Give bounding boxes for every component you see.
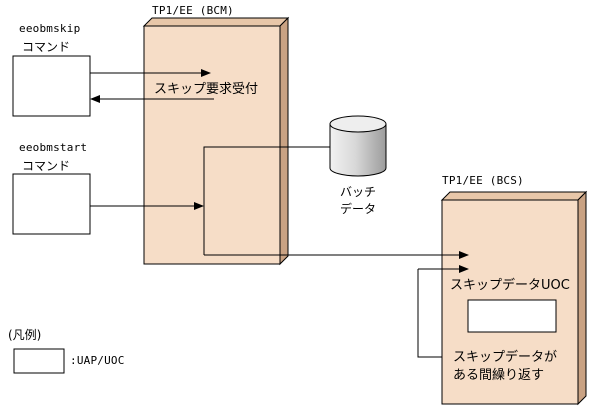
bcm-block-top	[142, 17, 290, 27]
batch-data-label-line2: データ	[340, 202, 377, 216]
eeobmstart-label: eeobmstart	[19, 141, 88, 154]
bcm-title: TP1/EE (BCM)	[152, 4, 234, 17]
cylinder-body	[329, 123, 387, 177]
eeobmstart-command-label: コマンド	[22, 159, 71, 173]
bcm-block-side	[279, 16, 289, 266]
eeobmskip-command-label: コマンド	[22, 40, 71, 54]
batch-data-label-line1: バッチ	[340, 185, 377, 199]
cylinder-top	[329, 115, 387, 133]
loop-line	[417, 269, 442, 358]
eeobmskip-label: eeobmskip	[19, 22, 81, 35]
bcm-block	[142, 16, 290, 266]
bcs-block-top	[440, 191, 588, 201]
batch-data-cylinder	[329, 115, 387, 177]
skip-data-uoc-box	[467, 299, 557, 333]
bcs-block-side	[577, 190, 587, 406]
bcs-title: TP1/EE (BCS)	[442, 174, 524, 187]
bcm-block-face	[143, 25, 281, 265]
legend-description: :UAP/UOC	[70, 354, 125, 367]
loop-condition-label-line1: スキップデータが	[453, 350, 558, 365]
eeobmskip-box	[12, 55, 91, 117]
batch-data-line	[203, 146, 330, 255]
legend-sample-box	[13, 348, 65, 374]
eeobmstart-box	[12, 173, 91, 235]
loop-condition-label-line2: ある間繰り返す	[453, 368, 545, 383]
skip-data-uoc-label: スキップデータUOC	[450, 278, 570, 293]
legend-title: (凡例)	[8, 328, 42, 342]
skip-request-process-label: スキップ要求受付	[154, 82, 259, 97]
